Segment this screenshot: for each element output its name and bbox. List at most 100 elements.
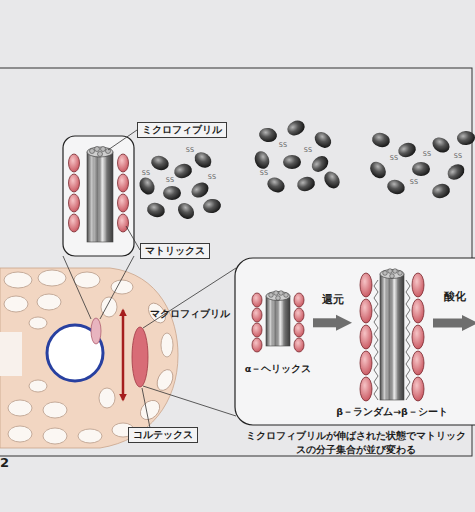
node-text: ミクロフィブリル <box>142 124 222 136</box>
blob <box>412 162 430 176</box>
cell <box>99 388 115 408</box>
hair-cross-section <box>0 268 178 448</box>
cell <box>78 429 102 443</box>
cross-section-notch <box>0 332 22 376</box>
zoom-line <box>100 256 134 319</box>
blob <box>163 186 181 200</box>
matrix-oval <box>69 214 80 232</box>
blob <box>321 169 343 192</box>
cell <box>154 367 176 393</box>
blob <box>445 161 468 183</box>
bundle-top <box>87 147 113 157</box>
blob <box>149 153 171 172</box>
blob <box>367 159 389 182</box>
cell <box>8 426 32 442</box>
fibril-end <box>90 149 95 154</box>
matrix-oval <box>252 293 262 307</box>
fibril-end <box>95 147 100 152</box>
blob <box>192 149 215 171</box>
matrix-oval <box>412 377 424 401</box>
node-text: α－ヘリックス <box>245 363 312 375</box>
part-label: マクロフィブリル <box>150 308 230 319</box>
blob <box>312 129 335 151</box>
process-label: 還元 <box>322 291 344 306</box>
node-text: β－ランダム→β－シート <box>336 406 448 418</box>
leader-line <box>142 388 150 428</box>
process-arrow <box>313 318 336 327</box>
cortex-oval <box>132 327 148 387</box>
cortex-cells <box>4 270 176 444</box>
blob <box>295 175 316 193</box>
bond-symbol: SS <box>166 177 174 184</box>
alpha-helix-bundle <box>266 291 290 346</box>
blob <box>385 177 407 196</box>
blob <box>370 131 391 149</box>
leader-line <box>108 130 137 150</box>
process-label: 酸化 <box>444 291 466 303</box>
structure-picture: α－ヘリックス <box>243 285 313 375</box>
matrix-oval <box>294 308 304 322</box>
matrix-oval <box>360 377 372 401</box>
matrix-oval <box>252 338 262 352</box>
cell <box>4 296 28 312</box>
matrix-oval <box>412 325 424 349</box>
zoom-line <box>143 386 236 416</box>
matrix-oval <box>69 174 80 192</box>
fibril-end <box>279 291 284 296</box>
cell <box>8 400 32 416</box>
fibril-end <box>383 271 388 276</box>
fibril-end <box>274 291 279 296</box>
figure-caption: ミクロフィブリルが伸ばされた状態でマトリックスの分子集合が並び変わる <box>243 429 469 457</box>
matrix-oval <box>360 273 372 297</box>
bundle-body <box>266 296 290 346</box>
blob <box>430 182 451 200</box>
bundle-top <box>266 292 290 301</box>
matrix-oval <box>294 323 304 337</box>
zoom-line <box>143 268 236 328</box>
bundle-top <box>380 270 404 279</box>
matrix-oval <box>252 323 262 337</box>
zoom-line <box>63 256 91 319</box>
bond-symbol: SS <box>186 147 194 154</box>
bundle-stripe <box>386 274 387 400</box>
bundle-body <box>87 152 113 242</box>
bundle-stripe <box>398 274 399 400</box>
bundle-body <box>380 274 404 400</box>
bond-symbol: SS <box>142 170 150 177</box>
inset-panel <box>63 136 134 256</box>
cell <box>29 380 47 392</box>
beta-sheet-bundle <box>374 269 410 400</box>
matrix-oval <box>118 194 129 212</box>
fibril-end <box>276 296 281 301</box>
cell <box>29 317 47 329</box>
matrix-oval <box>118 174 129 192</box>
blob <box>265 175 287 195</box>
disulfide-blobs <box>136 118 475 222</box>
matrix-ovals <box>69 154 129 232</box>
fibril-end <box>393 269 398 274</box>
blob <box>189 179 212 200</box>
matrix-ovals <box>252 293 304 352</box>
cell <box>137 397 164 424</box>
fibril-end <box>269 293 274 298</box>
bond-symbol: SS <box>423 151 431 158</box>
structure-picture: β－ランダム→β－シート <box>352 266 432 418</box>
fibril-end <box>398 271 403 276</box>
matrix-oval <box>412 351 424 375</box>
bundle-stripe <box>272 296 273 346</box>
matrix-oval <box>412 299 424 323</box>
matrix-oval <box>360 351 372 375</box>
bundle-stripe <box>392 274 393 400</box>
cell <box>43 402 67 418</box>
label-box: コルテックス <box>128 427 198 443</box>
fibril-end <box>101 147 106 152</box>
matrix-oval <box>69 194 80 212</box>
double-arrow <box>122 310 125 400</box>
bundle-stripe <box>278 296 279 346</box>
cell <box>101 297 117 317</box>
blob <box>309 153 332 175</box>
bundle-stripe <box>93 152 94 242</box>
fibril-end <box>388 269 393 274</box>
macrofibril-oval <box>91 318 101 344</box>
